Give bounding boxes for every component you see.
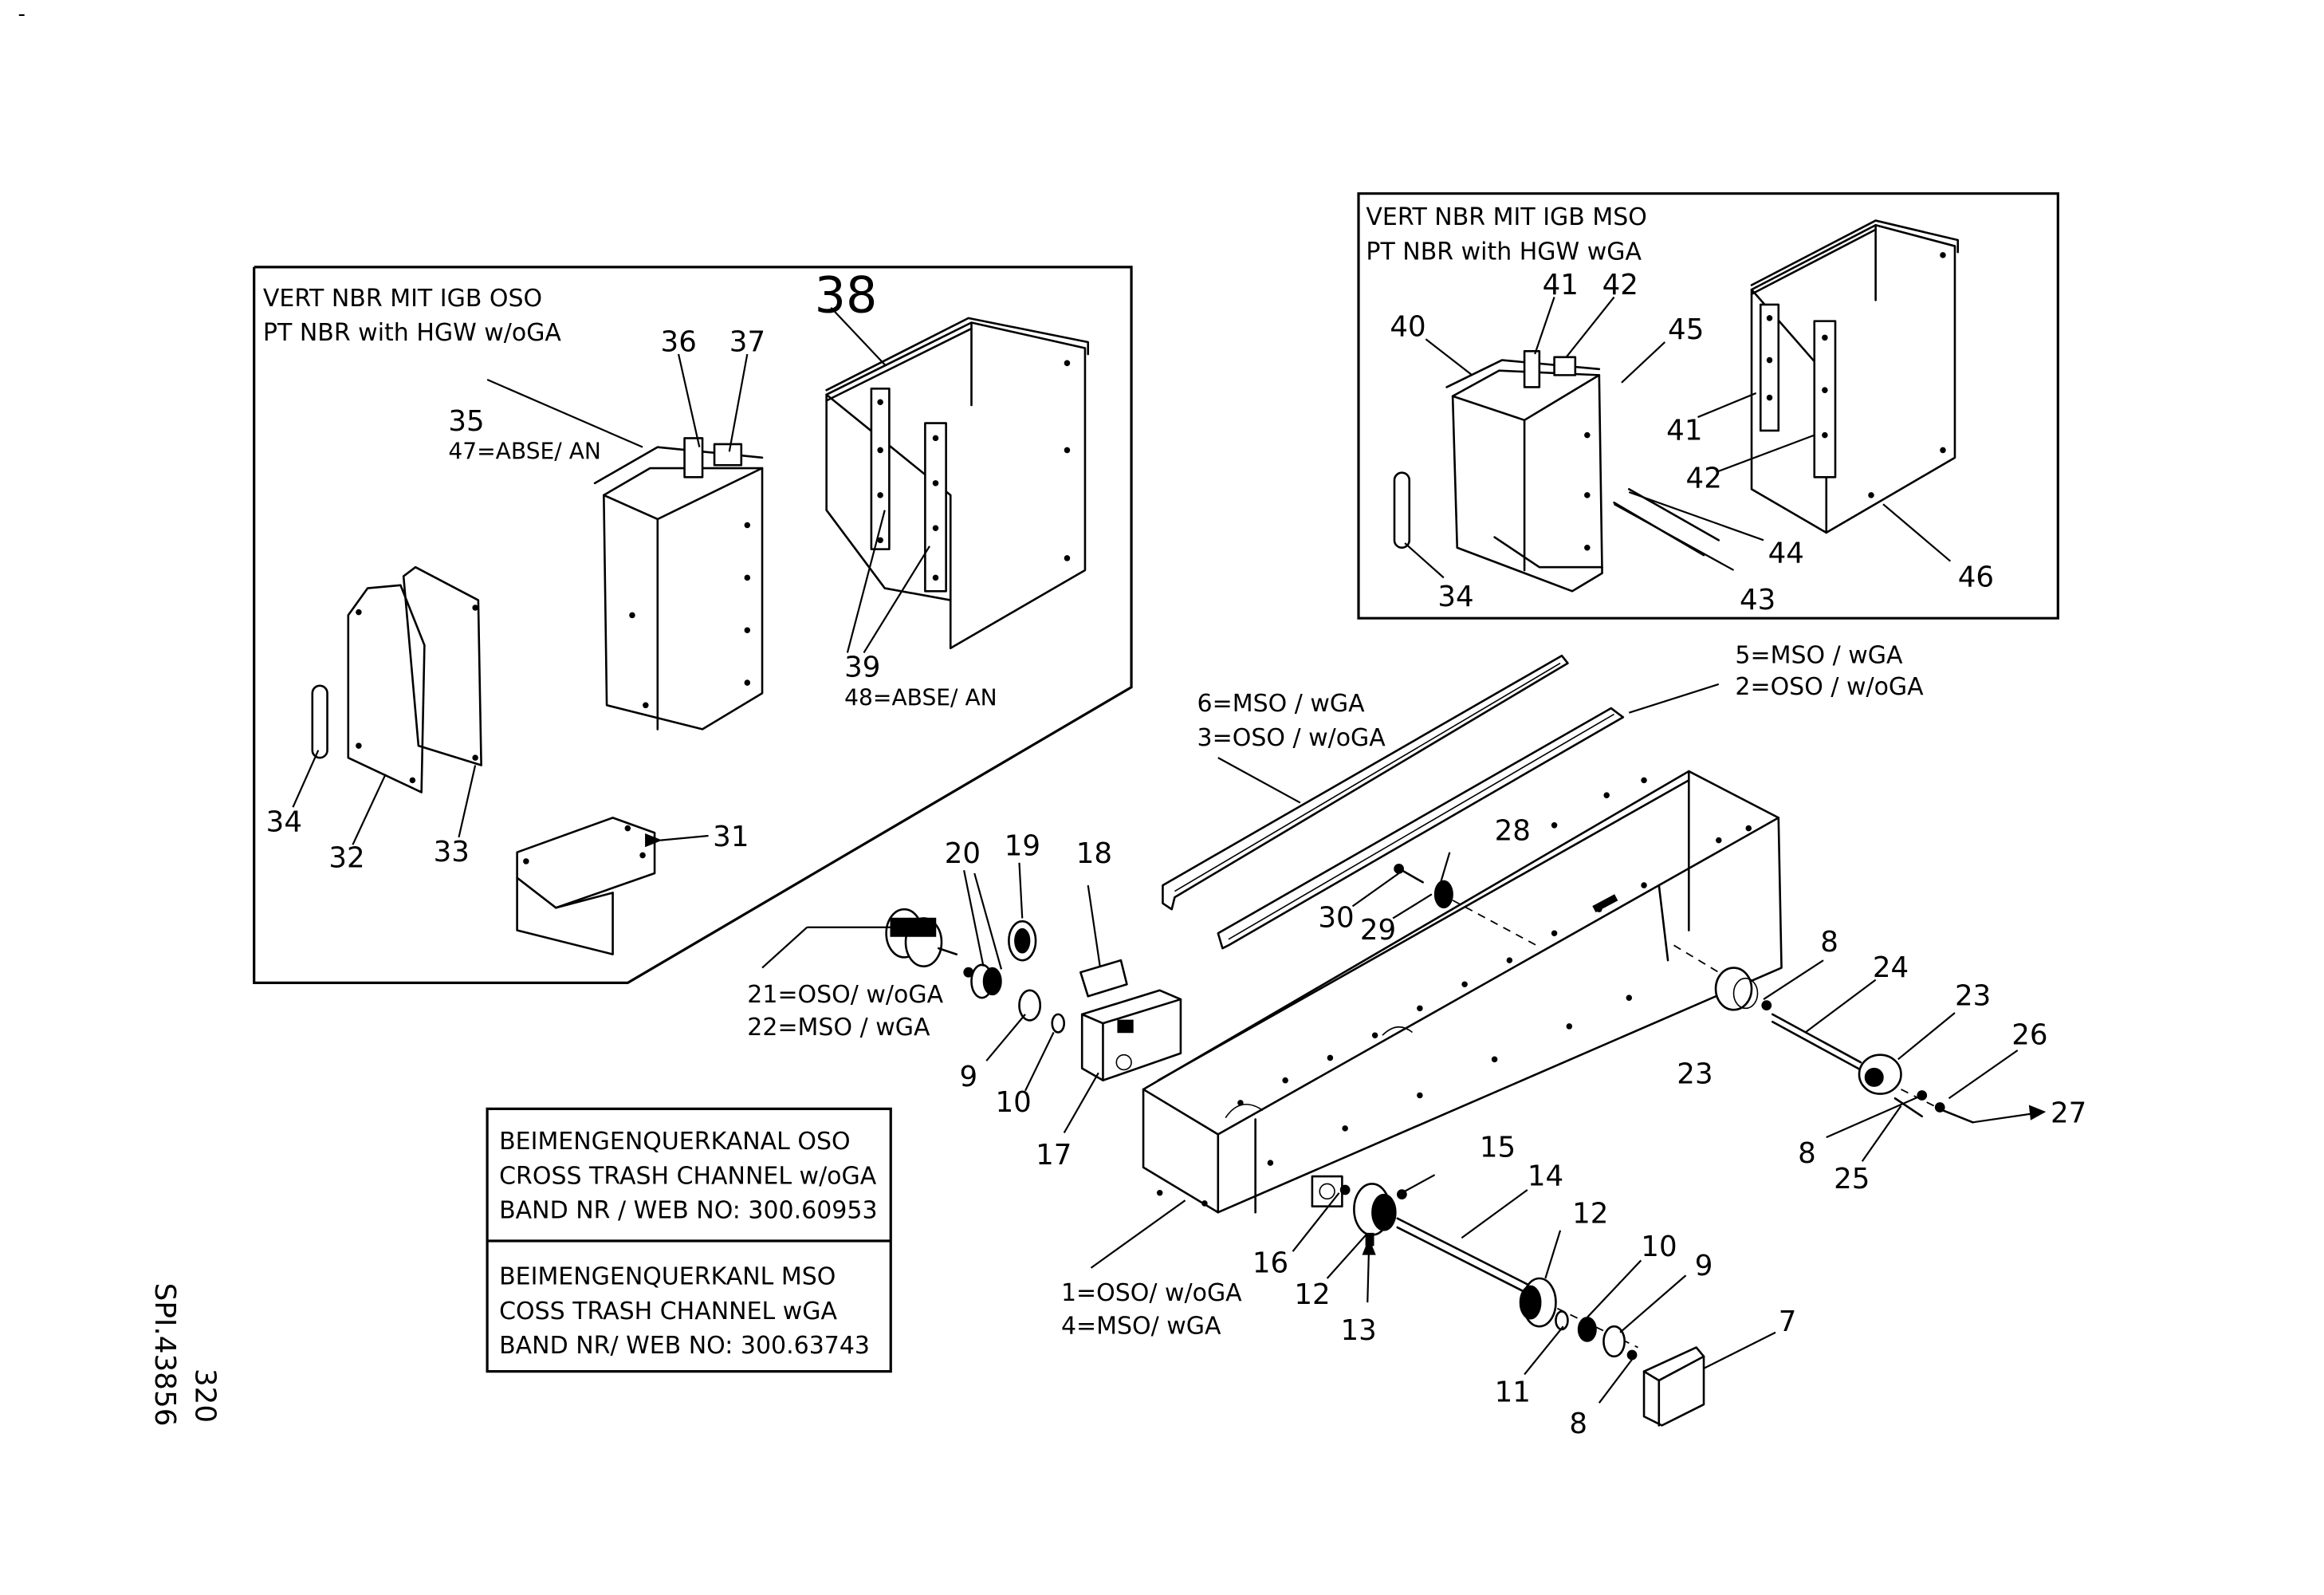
part-31-bracket (517, 817, 655, 954)
note-6-3-line1: 6=MSO / wGA (1197, 690, 1366, 718)
callout-34-oso: 34 (266, 805, 302, 838)
panel-oso-title-en: PT NBR with HGW w/oGA (263, 319, 561, 347)
callout-36: 36 (661, 325, 697, 358)
callout-8-right: 8 (1798, 1137, 1816, 1170)
callout-24: 24 (1873, 951, 1909, 984)
part-1-4-channel-body (1143, 771, 1781, 1212)
callout-26: 26 (2011, 1018, 2047, 1051)
callout-35: 35 (448, 405, 484, 438)
title-mso-line3: BAND NR/ WEB NO: 300.63743 (499, 1332, 870, 1360)
part-38-box-frame (827, 318, 1088, 648)
callout-45: 45 (1668, 313, 1704, 346)
title-block: BEIMENGENQUERKANAL OSO CROSS TRASH CHANN… (487, 1109, 891, 1371)
note-21-22-line1: 21=OSO/ w/oGA (747, 981, 943, 1009)
callout-19: 19 (1005, 829, 1040, 862)
callout-8-top: 8 (1820, 926, 1838, 959)
cover-strips (1162, 656, 1622, 948)
callout-17: 17 (1036, 1139, 1072, 1172)
note-35-variant: 47=ABSE/ AN (448, 439, 601, 465)
corner-mark: - (18, 2, 25, 26)
callout-38: 38 (815, 266, 878, 324)
callout-12-right: 12 (1572, 1197, 1608, 1230)
note-6-3-line2: 3=OSO / w/oGA (1197, 724, 1386, 752)
part-34-strip-mso (1394, 473, 1410, 548)
part-40-u-frame (1447, 351, 1602, 591)
callout-23-right: 23 (1955, 980, 1991, 1013)
note-39-variant: 48=ABSE/ AN (844, 684, 997, 711)
callout-29: 29 (1360, 914, 1396, 947)
callout-20: 20 (945, 837, 981, 870)
callout-27: 27 (2051, 1097, 2086, 1129)
drawing-number: SPI.43856 (148, 1283, 181, 1427)
note-1-4-line1: 1=OSO/ w/oGA (1061, 1279, 1242, 1307)
callout-39: 39 (844, 651, 880, 683)
title-oso-line1: BEIMENGENQUERKANAL OSO (499, 1128, 850, 1156)
right-shaft-group (1674, 945, 1973, 1122)
callout-18: 18 (1076, 837, 1112, 870)
callout-33: 33 (434, 836, 470, 868)
part-46-large-frame (1752, 221, 1958, 533)
callout-32: 32 (328, 841, 364, 874)
callout-11: 11 (1495, 1376, 1531, 1408)
callout-25: 25 (1834, 1163, 1870, 1195)
part-17-bearing-block (1082, 990, 1181, 1081)
part-10-ring-left (1052, 1014, 1064, 1033)
callout-8-bottom: 8 (1569, 1408, 1587, 1440)
main-assembly: 5=MSO / wGA 2=OSO / w/oGA 6=MSO / wGA 3=… (747, 642, 2086, 1440)
title-mso-line2: COSS TRASH CHANNEL wGA (499, 1298, 837, 1325)
part-9-washer-left (1019, 990, 1040, 1021)
callout-43: 43 (1740, 584, 1775, 616)
callout-13: 13 (1341, 1314, 1377, 1347)
callout-16: 16 (1252, 1246, 1288, 1279)
callout-28: 28 (1495, 815, 1531, 848)
panel-oso: VERT NBR MIT IGB OSO PT NBR with HGW w/o… (254, 266, 1131, 983)
callout-40: 40 (1390, 310, 1425, 343)
callout-9-right: 9 (1695, 1250, 1713, 1282)
part-35-u-frame (595, 438, 762, 729)
callout-15: 15 (1480, 1132, 1516, 1164)
panel-mso-title-en: PT NBR with HGW wGA (1366, 238, 1642, 266)
callout-41-top: 41 (1543, 269, 1579, 301)
title-oso-line3: BAND NR / WEB NO: 300.60953 (499, 1197, 877, 1225)
callout-23-center: 23 (1677, 1057, 1713, 1090)
callout-10-left: 10 (995, 1086, 1031, 1119)
callout-41-side: 41 (1666, 414, 1702, 447)
callout-31: 31 (713, 821, 749, 853)
part-32-33-side-plates (348, 567, 482, 792)
callout-42-side: 42 (1686, 462, 1722, 494)
note-21-22-line2: 22=MSO / wGA (747, 1014, 930, 1042)
title-mso-line1: BEIMENGENQUERKANL MSO (499, 1262, 836, 1290)
note-1-4-line2: 4=MSO/ wGA (1061, 1313, 1221, 1341)
note-5-2-line2: 2=OSO / w/oGA (1735, 673, 1924, 701)
panel-mso: VERT NBR MIT IGB MSO PT NBR with HGW wGA (1359, 194, 2058, 618)
callout-42-top: 42 (1602, 269, 1638, 301)
callout-7: 7 (1779, 1306, 1797, 1338)
part-20-sprocket (964, 965, 1001, 998)
panel-oso-frame (254, 267, 1131, 983)
callout-14: 14 (1528, 1160, 1563, 1192)
panel-mso-title-de: VERT NBR MIT IGB MSO (1366, 203, 1646, 231)
callout-10-right: 10 (1641, 1231, 1677, 1263)
part-21-22-hub (887, 909, 957, 966)
part-28-bearing (1435, 880, 1453, 908)
callout-12-left: 12 (1294, 1278, 1330, 1311)
part-18-plate (1080, 960, 1127, 996)
callout-30: 30 (1318, 902, 1354, 935)
page-number: 320 (189, 1369, 222, 1423)
callout-37: 37 (729, 325, 765, 358)
panel-mso-frame (1359, 194, 2058, 618)
title-oso-line2: CROSS TRASH CHANNEL w/oGA (499, 1162, 877, 1190)
callout-44: 44 (1768, 537, 1804, 569)
note-5-2-line1: 5=MSO / wGA (1735, 642, 1903, 670)
panel-oso-title-de: VERT NBR MIT IGB OSO (263, 285, 542, 313)
callout-9-left: 9 (959, 1061, 977, 1093)
part-34-strip (313, 686, 328, 758)
callout-46: 46 (1958, 561, 1994, 594)
bottom-shaft-group (1341, 1183, 1705, 1425)
callout-34-mso: 34 (1437, 581, 1473, 613)
